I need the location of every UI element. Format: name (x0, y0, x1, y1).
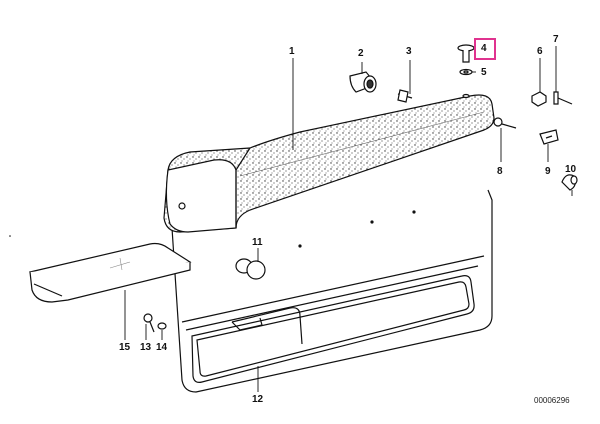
callout-4: 4 (481, 43, 487, 54)
clip-11 (235, 258, 266, 280)
document-number: 00006296 (534, 396, 570, 405)
callout-14: 14 (156, 342, 168, 353)
bushing-2 (349, 71, 377, 93)
screw-8 (493, 117, 517, 129)
washer-14 (157, 322, 167, 330)
washer-5 (459, 68, 473, 76)
leader-lines (124, 46, 573, 392)
callout-11: 11 (252, 237, 263, 248)
callout-15: 15 (119, 342, 131, 353)
screw-7 (553, 91, 573, 105)
callout-8: 8 (497, 166, 503, 177)
callout-2: 2 (358, 48, 364, 59)
highlight-box-callout-4 (474, 38, 496, 60)
callout-12: 12 (252, 394, 264, 405)
armrest-trim (163, 93, 495, 233)
panel-holes (9, 210, 416, 248)
callout-7: 7 (553, 34, 559, 45)
screw-13 (143, 313, 155, 333)
callout-3: 3 (406, 46, 412, 57)
callout-13: 13 (140, 342, 152, 353)
nut-6 (531, 91, 547, 107)
armrest-pad (28, 242, 192, 303)
callout-5: 5 (481, 67, 487, 78)
screw-3 (397, 89, 413, 103)
clip-9 (539, 129, 559, 145)
bolt-4 (457, 44, 475, 63)
callout-1: 1 (289, 46, 295, 57)
callout-9: 9 (545, 166, 551, 177)
rivet-10 (561, 174, 578, 191)
door-panel (171, 189, 493, 393)
callout-10: 10 (565, 164, 577, 175)
callout-6: 6 (537, 46, 543, 57)
